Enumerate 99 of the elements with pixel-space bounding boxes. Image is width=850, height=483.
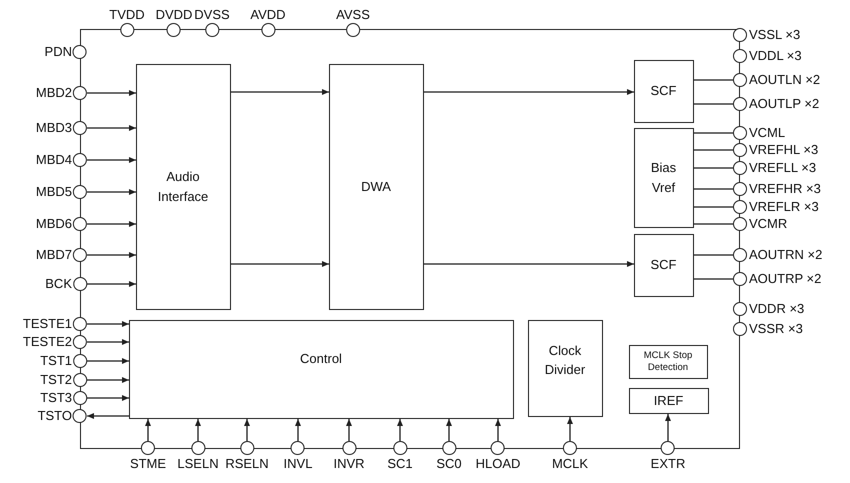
signal-line [87,377,129,383]
block-label: DWA [361,178,391,196]
block-label: Clock Divider [544,342,586,379]
pin-label: VCML [749,126,786,140]
signal-line [244,419,250,441]
pin-label: TST3 [40,391,72,405]
pin-label: MBD7 [36,248,72,262]
pin-label: AOUTLP ×2 [749,97,820,111]
signal-line [87,321,129,327]
signal-line [424,89,634,95]
pin-label: VREFLR ×3 [749,200,819,214]
function-block [628,344,708,378]
pin-label: TESTE2 [22,335,72,349]
pin-label: VSSL ×3 [749,28,800,42]
signal-line [87,413,129,419]
pin-label: VCMR [749,217,788,231]
pin-label: INVR [333,457,365,471]
block-label: Bias Vref [650,159,678,196]
signal-line [665,414,671,441]
pin-label: MBD2 [36,86,72,100]
signal-line [446,419,452,441]
function-block [528,320,602,416]
signal-line [195,419,201,441]
pin-label: AVDD [250,8,286,22]
pin-label: MBD3 [36,121,72,135]
block-label: Audio Interface [156,168,210,206]
signal-line [231,89,329,95]
pin-label: DVDD [156,8,192,22]
pin-label: HLOAD [476,457,520,471]
pin-label: TST2 [40,373,72,387]
block-label: Control [300,350,342,368]
pin-label: INVL [284,457,312,471]
pin-label: VDDR ×3 [749,302,804,316]
signal-line [87,157,136,163]
function-block [328,64,424,310]
pin-label: BCK [45,277,72,291]
pin-label: SC1 [387,457,413,471]
signal-line [87,281,136,287]
signal-line [87,90,136,96]
signal-line [87,221,136,227]
signal-line [694,223,733,225]
pin-label: VREFHR ×3 [749,182,821,196]
signal-line [87,125,136,131]
pin-label: AVSS [336,8,370,22]
pin-label: MBD6 [36,217,72,231]
chip-outline [80,29,740,449]
function-block [634,128,694,228]
pin-label: AOUTRP ×2 [749,272,822,286]
pin-label: RSELN [225,457,269,471]
signal-line [694,132,733,134]
signal-line [346,419,352,441]
signal-line [694,79,733,81]
function-block [634,60,694,122]
pin-label: EXTR [650,457,686,471]
signal-line [694,254,733,256]
function-block [136,64,230,310]
signal-line [145,419,151,441]
pin-label: DVSS [194,8,230,22]
signal-line [87,189,136,195]
pin-label: PDN [44,45,72,59]
block-label: SCF [650,82,676,100]
signal-line [397,419,403,441]
signal-line [694,206,733,208]
pin-label: TESTE1 [22,317,72,331]
signal-line [694,278,733,280]
pin-label: MCLK [552,457,588,471]
signal-line [87,395,129,401]
pin-label: VSSR ×3 [749,322,803,336]
signal-line [295,419,301,441]
pin-label: STME [130,457,166,471]
pin-label: TSTO [38,409,72,423]
signal-line [567,417,573,441]
pin-label: AOUTLN ×2 [749,73,820,87]
function-block [628,388,708,414]
pin-label: MBD4 [36,153,72,167]
signal-line [424,261,634,267]
pin-label: LSELN [177,457,219,471]
signal-line [694,188,733,190]
signal-line [87,358,129,364]
signal-line [87,252,136,258]
pin-label: TST1 [40,354,72,368]
pin-label: AOUTRN ×2 [749,248,822,262]
signal-line [694,149,733,151]
block-label: MCLK Stop Detection [642,350,694,374]
signal-line [694,167,733,169]
pin-label: SC0 [436,457,462,471]
block-label: SCF [650,256,676,274]
pin-label: TVDD [109,8,145,22]
pin-label: MBD5 [36,185,72,199]
signal-line [231,261,329,267]
block-label: IREF [654,392,684,410]
signal-line [87,339,129,345]
function-block [634,234,694,296]
pin-label: VREFLL ×3 [749,161,816,175]
signal-line [694,103,733,105]
pin-label: VREFHL ×3 [749,143,818,157]
pin-label: VDDL ×3 [749,49,802,63]
function-block [128,320,514,418]
signal-line [495,419,501,441]
